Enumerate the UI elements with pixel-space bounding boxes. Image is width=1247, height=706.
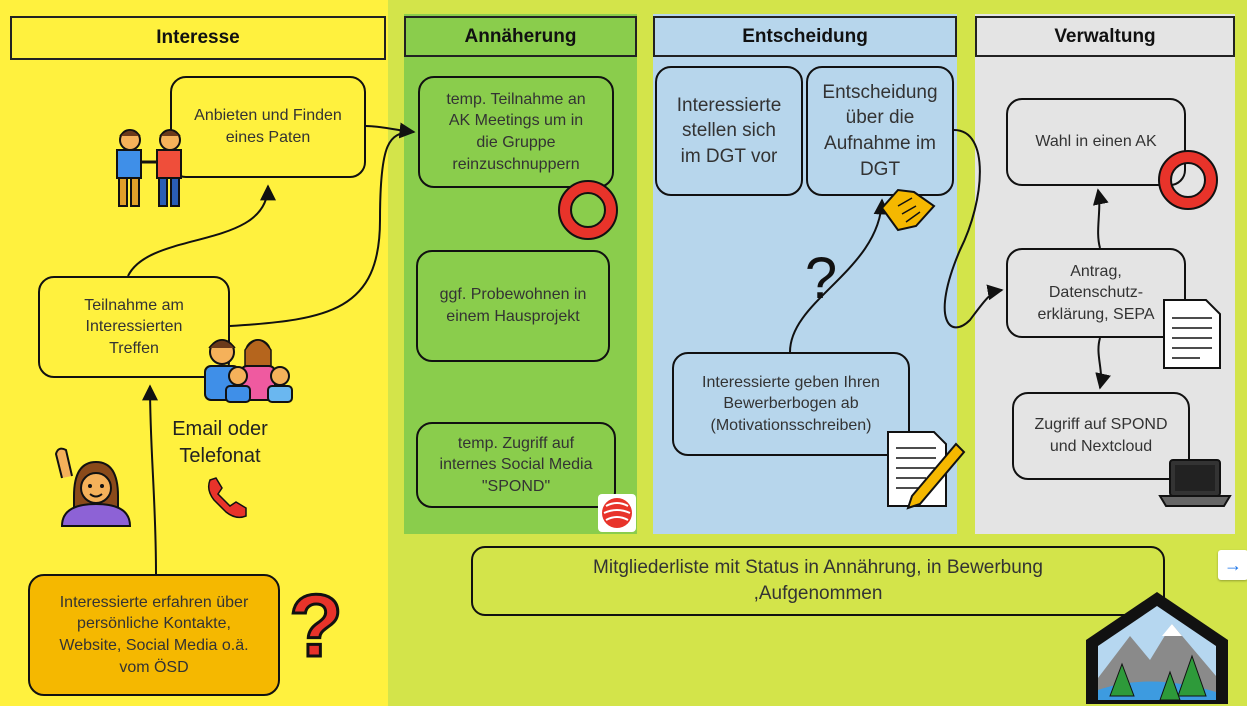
box-temp-zugriff: temp. Zugriff auf internes Social Media … bbox=[416, 422, 616, 508]
box-paten: Anbieten und Finden eines Paten bbox=[170, 76, 366, 178]
question-mark-icon: ? bbox=[288, 576, 345, 675]
box-antrag: Antrag, Datenschutz- erklärung, SEPA bbox=[1006, 248, 1186, 338]
box-bewerberbogen: Interessierte geben Ihren Bewerberbogen … bbox=[672, 352, 910, 456]
box-wahl-ak: Wahl in einen AK bbox=[1006, 98, 1186, 186]
box-probewohnen: ggf. Probewohnen in einem Hausprojekt bbox=[416, 250, 610, 362]
header-interesse: Interesse bbox=[10, 16, 386, 60]
question-mark-entscheidung: ? bbox=[804, 246, 838, 311]
header-verwaltung: Verwaltung bbox=[975, 16, 1235, 57]
box-interessierten-treffen: Teilnahme am Interessierten Treffen bbox=[38, 276, 230, 378]
box-interessierte-erfahren: Interessierte erfahren über persönliche … bbox=[28, 574, 280, 696]
label-email-telefonat: Email oder Telefonat bbox=[172, 418, 268, 467]
box-interessierte-vorstellen: Interessierte stellen sich im DGT vor bbox=[655, 66, 803, 196]
box-zugriff-spond-nextcloud: Zugriff auf SPOND und Nextcloud bbox=[1012, 392, 1190, 480]
next-arrow-button[interactable]: → bbox=[1218, 550, 1247, 580]
box-ak-meetings: temp. Teilnahme an AK Meetings um in die… bbox=[418, 76, 614, 188]
header-entscheidung: Entscheidung bbox=[653, 16, 957, 57]
box-entscheidung-aufnahme: Entscheidung über die Aufnahme im DGT bbox=[806, 66, 954, 196]
box-mitgliederliste: Mitgliederliste mit Status in Annährung,… bbox=[471, 546, 1165, 616]
header-annaeherung: Annäherung bbox=[404, 16, 637, 57]
